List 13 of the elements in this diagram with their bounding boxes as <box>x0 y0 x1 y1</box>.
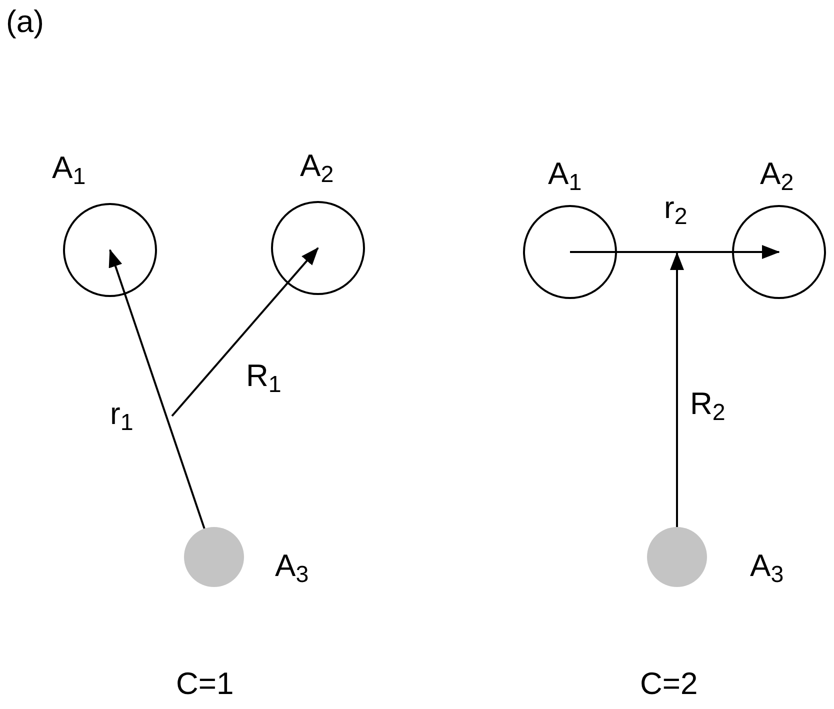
caption: C=1 <box>176 668 234 699</box>
panel-label: (a) <box>6 6 44 37</box>
node-label: A$_{3}$ <box>750 550 784 581</box>
arrow <box>108 249 206 529</box>
node-label: A$_{2}$ <box>760 158 794 189</box>
arrow <box>570 245 780 259</box>
arrow <box>171 247 319 417</box>
caption: C=2 <box>640 668 698 699</box>
node-label: A$_{1}$ <box>52 152 86 183</box>
arrow <box>670 252 684 527</box>
node-label: A$_{1}$ <box>548 158 582 189</box>
node-label: A$_{3}$ <box>275 550 309 581</box>
node-label: A$_{2}$ <box>300 150 334 181</box>
